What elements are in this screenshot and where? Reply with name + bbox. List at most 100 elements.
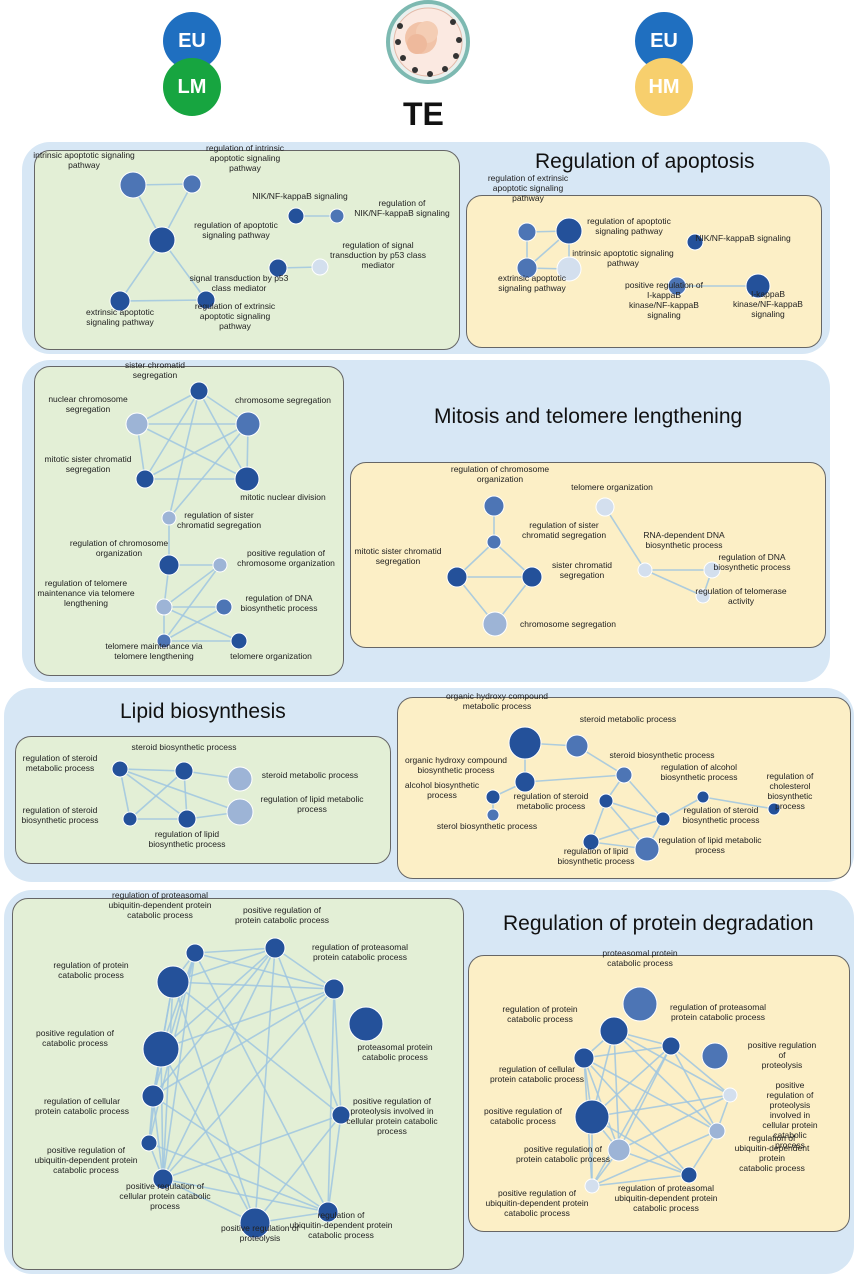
network-node [196, 290, 216, 310]
network-node [311, 258, 329, 276]
network-edge [327, 1114, 342, 1213]
network-node [234, 466, 260, 492]
node-label: intrinsic apoptotic signaling pathway [33, 150, 135, 170]
network-mito-hm [446, 495, 721, 637]
network-apop-lm [109, 171, 345, 312]
panel-lipid-lm [15, 736, 391, 864]
node-label: mitotic sister chromatid segregation [354, 546, 442, 566]
panel-mitosis-lm [34, 366, 344, 676]
node-label: regulation of NIK/NF-kappaB signaling [354, 198, 450, 218]
network-edge [162, 952, 196, 1180]
network-node [177, 809, 197, 829]
network-node [517, 222, 537, 242]
network-node [607, 1138, 631, 1162]
network-node [140, 1134, 158, 1152]
network-node [215, 598, 233, 616]
node-label: positive regulation of cellular protein … [119, 1181, 211, 1211]
network-node [482, 611, 508, 637]
node-label: nuclear chromosome segregation [48, 394, 128, 414]
network-edge [623, 774, 664, 820]
node-label: steroid metabolic process [261, 770, 359, 780]
node-label: regulation of DNA biosynthetic process [240, 593, 318, 613]
network-node [516, 257, 538, 279]
node-label: regulation of protein catabolic process [53, 960, 129, 980]
hm-badge: HM [635, 58, 693, 116]
node-label: regulation of telomere maintenance via t… [37, 578, 135, 608]
network-edge [591, 1045, 672, 1187]
network-edge [702, 796, 775, 810]
node-label: RNA-dependent DNA biosynthetic process [643, 530, 725, 550]
network-node [212, 557, 228, 573]
network-node [142, 1030, 180, 1068]
node-label: positive regulation of proteolysis invol… [762, 1080, 818, 1150]
node-label: positive regulation of protein catabolic… [234, 905, 330, 925]
node-label: regulation of alcohol biosynthetic proce… [660, 762, 738, 782]
node-label: regulation of chromosome organization [69, 538, 169, 558]
node-label: positive regulation of ubiquitin-depende… [485, 1188, 589, 1218]
network-edge [591, 1045, 672, 1118]
node-label: regulation of cholesterol biosynthetic p… [766, 771, 814, 811]
hm-label: HM [648, 75, 680, 98]
node-label: NIK/NF-kappaB signaling [695, 233, 791, 243]
node-label: regulation of sister chromatid segregati… [176, 510, 262, 530]
lm-label: LM [177, 75, 207, 98]
network-node [521, 566, 543, 588]
network-node [182, 174, 202, 194]
node-label: mitotic sister chromatid segregation [44, 454, 132, 474]
panel-lipid-hm [397, 697, 851, 879]
node-label: chromosome segregation [520, 619, 616, 629]
network-node [156, 965, 190, 999]
network-node [141, 1084, 165, 1108]
network-edge [119, 768, 185, 772]
network-edge [254, 947, 276, 1224]
network-node [599, 1016, 629, 1046]
node-label: regulation of proteasomal protein catabo… [312, 942, 408, 962]
network-node [148, 226, 176, 254]
node-label: telomere organization [571, 482, 653, 492]
network-node [158, 554, 180, 576]
network-edge [152, 1095, 164, 1180]
network-edge [613, 1030, 731, 1096]
node-label: regulation of ubiquitin-dependent protei… [289, 1210, 393, 1240]
node-label: regulation of proteasomal ubiquitin-depe… [108, 890, 212, 920]
network-prot-lm [140, 937, 384, 1239]
network-node [722, 1087, 738, 1103]
network-node [655, 811, 671, 827]
network-node [696, 790, 710, 804]
network-edge [136, 390, 200, 425]
network-edge [172, 981, 335, 990]
node-label: sister chromatid segregation [125, 360, 185, 380]
node-label: proteasomal protein catabolic process [357, 1042, 433, 1062]
network-edge [194, 952, 329, 1213]
network-node [680, 1166, 698, 1184]
network-node [565, 734, 589, 758]
network-node [161, 510, 177, 526]
te-label: TE [403, 96, 444, 132]
node-label: organic hydroxy compound biosynthetic pr… [404, 755, 508, 775]
lm-badge: LM [163, 58, 221, 116]
network-node [573, 1047, 595, 1069]
network-edge [591, 1130, 718, 1187]
network-node [287, 207, 305, 225]
network-edge [129, 770, 185, 820]
network-edge [163, 606, 240, 642]
network-mito-lm [125, 381, 261, 650]
network-apop-hm [516, 217, 771, 299]
node-label: telomere maintenance via telomere length… [105, 641, 203, 661]
node-label: regulation of cellular protein catabolic… [34, 1096, 130, 1116]
network-node [485, 789, 501, 805]
network-edge [333, 988, 342, 1116]
network-edge [327, 988, 335, 1213]
node-label: regulation of lipid biosynthetic process [148, 829, 226, 849]
network-edge [194, 947, 276, 954]
node-label: positive regulation of I-kappaB kinase/N… [625, 280, 703, 320]
network-node [486, 534, 502, 550]
network-edge [162, 1178, 329, 1213]
network-node [111, 760, 129, 778]
network-edge [162, 988, 335, 1180]
network-edge [618, 1045, 672, 1151]
network-node [156, 633, 172, 649]
network-node [574, 1099, 610, 1135]
network-edge [168, 390, 200, 519]
node-label: regulation of telomerase activity [695, 586, 787, 606]
